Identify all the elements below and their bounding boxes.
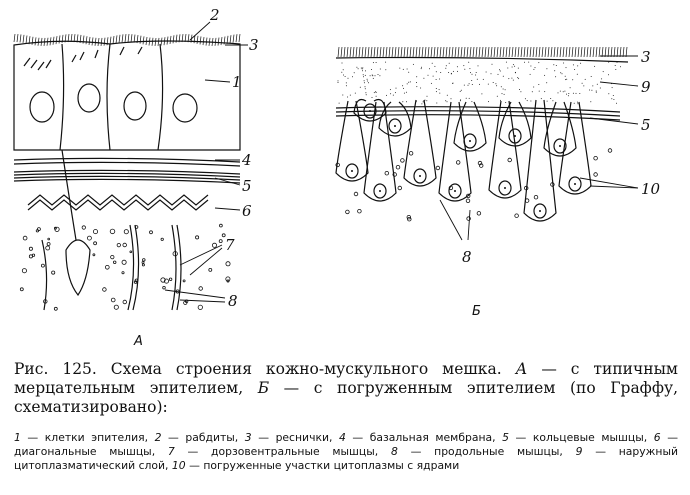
legend-text: — кольцевые мышцы, <box>509 431 654 444</box>
label-a-8: 8 <box>228 292 238 310</box>
label-b-9: 9 <box>641 78 651 96</box>
cilia-b <box>337 46 628 58</box>
cilia-a <box>13 33 241 47</box>
cell-border <box>106 43 111 151</box>
legend-text: — клетки эпителия, <box>20 431 155 444</box>
submerged-cells <box>335 98 592 222</box>
legend-text: — реснички, <box>251 431 339 444</box>
legend-text: — погруженные участки цитоплазмы с ядрам… <box>185 459 460 472</box>
nucleus <box>123 91 147 121</box>
caption-a-desc: — с типичным мерцательным эпителием, <box>14 360 678 397</box>
sensory-process <box>61 149 77 241</box>
legend-num: 3 <box>244 431 252 444</box>
caption-b-letter: Б <box>257 379 270 397</box>
label-b-5: 5 <box>641 116 651 134</box>
caption-prefix: Рис. 125. Схема строения кожно-мускульно… <box>14 360 502 378</box>
panel-label-b: Б <box>472 304 481 319</box>
legend-num: 9 <box>575 445 583 458</box>
label-a-1: 1 <box>232 73 242 91</box>
label-a-4: 4 <box>241 151 252 169</box>
nucleus <box>77 83 101 113</box>
label-b-3: 3 <box>641 48 651 66</box>
longitudinal-muscles <box>19 223 231 311</box>
figure-legend: 1 — клетки эпителия, 2 — рабдиты, 3 — ре… <box>14 431 678 473</box>
legend-num: 4 <box>338 431 346 444</box>
outer-cytoplasm-dots <box>337 61 621 105</box>
label-a-5: 5 <box>242 177 252 195</box>
label-b-10: 10 <box>641 180 661 198</box>
legend-text: — наружный цитоплазматический слой, <box>14 445 678 472</box>
cell-border <box>59 43 65 151</box>
legend-text: — базальная мембрана, <box>345 431 503 444</box>
histology-figure: 2 3 1 4 5 6 7 8 А 3 9 5 10 8 Б <box>13 6 661 349</box>
basement-membrane <box>13 157 241 167</box>
legend-num: 1 <box>14 431 21 444</box>
legend-num: 10 <box>171 459 186 472</box>
legend-num: 7 <box>167 445 175 458</box>
legend-text: — рабдиты, <box>161 431 245 444</box>
longitudinal-dots-b <box>335 148 613 222</box>
legend-num: 2 <box>154 431 162 444</box>
outer-surface <box>335 56 629 63</box>
legend-text: — дорзовентральные мышцы, <box>174 445 391 458</box>
dorsoventral-muscles <box>41 224 182 311</box>
legend-text: — диагональные мышцы, <box>14 431 679 458</box>
cell-border <box>157 43 164 151</box>
panel-label-a: А <box>133 334 143 349</box>
nucleus <box>172 93 198 123</box>
caption-b-desc: — с погруженным эпителием (по Граффу, сх… <box>14 379 678 416</box>
label-a-6: 6 <box>242 202 252 220</box>
epithelium-cells <box>13 40 241 151</box>
label-b-8: 8 <box>462 248 472 266</box>
circular-muscles <box>13 169 241 184</box>
figure-caption: Рис. 125. Схема строения кожно-мускульно… <box>14 360 678 417</box>
label-a-7: 7 <box>225 236 235 254</box>
legend-text: — продольные мышцы, <box>397 445 576 458</box>
panel-b-drawing <box>335 46 639 241</box>
legend-num: 5 <box>502 431 509 444</box>
label-a-3: 3 <box>249 36 259 54</box>
panel-a-drawing <box>13 21 248 311</box>
sensory-cell <box>65 239 91 297</box>
legend-num: 6 <box>653 431 661 444</box>
label-a-2: 2 <box>209 6 220 24</box>
legend-num: 8 <box>390 445 398 458</box>
rhabdites <box>23 46 143 71</box>
caption-a-letter: А <box>515 360 528 378</box>
nucleus <box>29 91 55 123</box>
diagonal-muscles <box>27 194 209 211</box>
